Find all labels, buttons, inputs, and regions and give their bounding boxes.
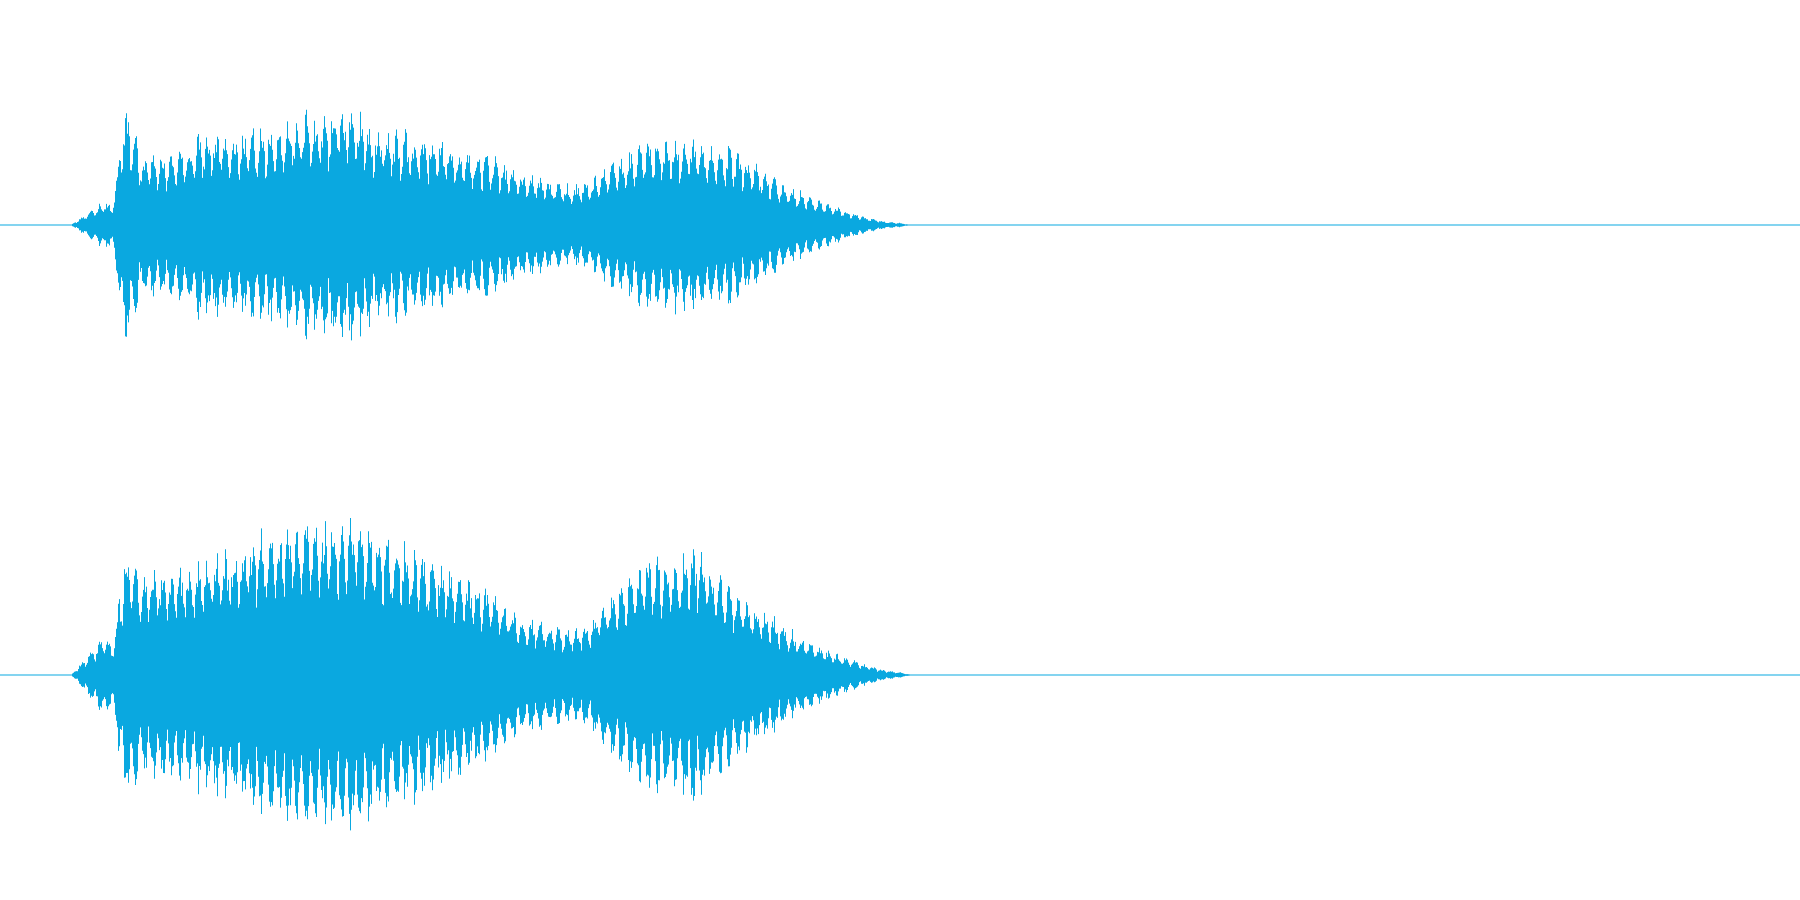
waveform-channel-1: [0, 109, 1800, 341]
waveform-trace: [72, 518, 912, 831]
waveform-trace: [72, 109, 912, 341]
waveform-channel-2: [0, 518, 1800, 831]
